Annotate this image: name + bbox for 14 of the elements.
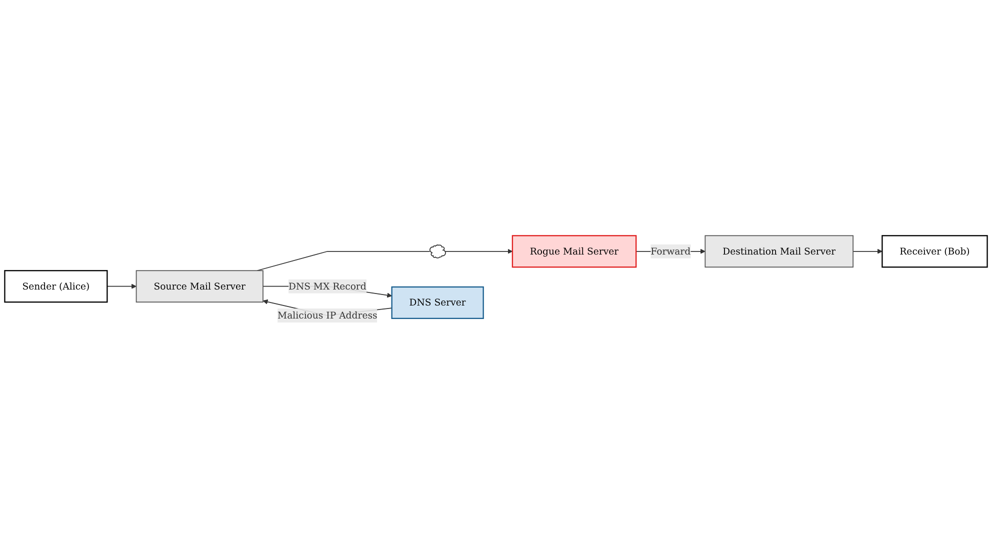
edge-label: DNS MX Record: [288, 280, 366, 292]
arrow: [444, 248, 513, 254]
node-box: Sender (Alice): [4, 270, 108, 303]
node-cloud: [429, 244, 446, 258]
node-box: Rogue Mail Server: [512, 235, 637, 268]
edge-label: Malicious IP Address: [278, 310, 378, 321]
connector: [256, 250, 430, 271]
arrow: [852, 248, 882, 254]
node-box: Receiver (Bob): [882, 235, 988, 268]
node-box: Source Mail Server: [136, 270, 264, 302]
node-box: Destination Mail Server: [704, 235, 854, 268]
arrow: [106, 284, 137, 289]
edge-label: Forward: [650, 245, 691, 257]
node-box: DNS Server: [391, 286, 484, 319]
